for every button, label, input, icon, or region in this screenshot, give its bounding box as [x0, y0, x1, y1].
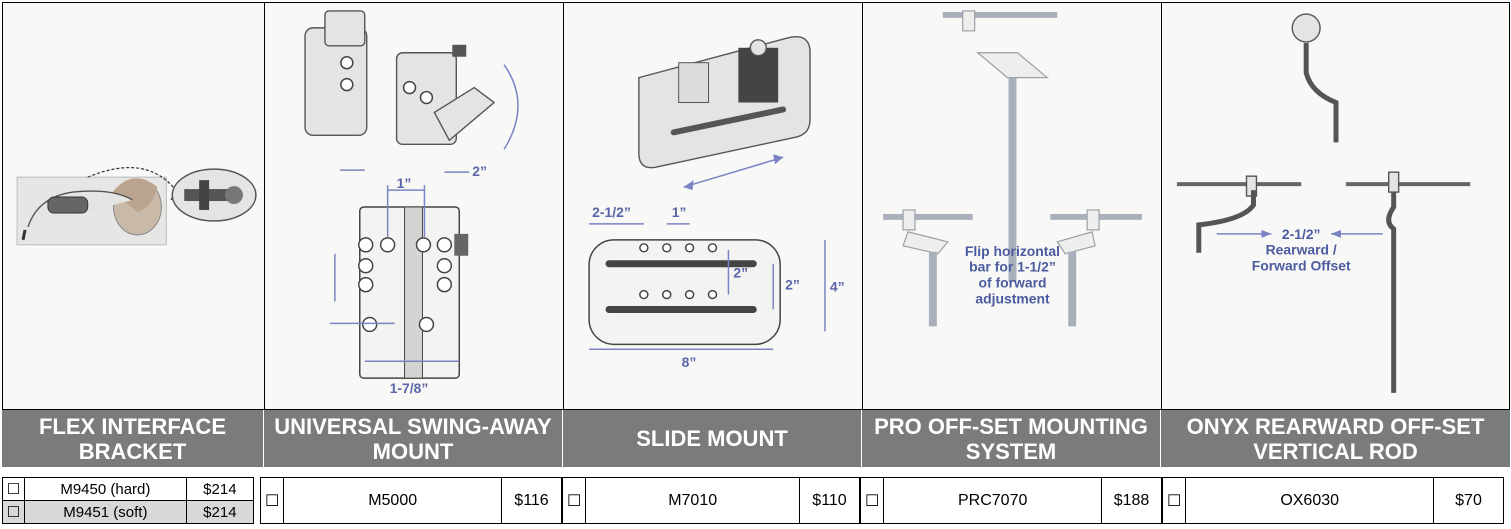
flex-hard-price: $214: [185, 477, 255, 501]
swing-away-illustration: 1” 2” 1-7/8”: [304, 10, 519, 396]
slide-price: $110: [799, 477, 860, 524]
flex-hard-checkbox[interactable]: ☐: [2, 477, 25, 501]
slide-dim-d: 2”: [785, 277, 800, 293]
pro-model: PRC7070: [883, 477, 1102, 524]
pricing-row: ☐ M9450 (hard) $214 ☐ M9451 (soft) $214 …: [2, 477, 1504, 524]
table-row: ☐ M9450 (hard) $214: [2, 477, 255, 501]
flex-soft-price: $214: [185, 500, 255, 524]
swing-model: M5000: [283, 477, 502, 524]
onyx-model: OX6030: [1185, 477, 1434, 524]
swing-price: $116: [501, 477, 562, 524]
flex-pricing-table: ☐ M9450 (hard) $214 ☐ M9451 (soft) $214: [2, 477, 255, 524]
table-row: ☐ M9451 (soft) $214: [2, 500, 255, 524]
swing-dim-top: 1”: [397, 175, 412, 191]
onyx-rod-title: ONYX REARWARD OFF-SET VERTICAL ROD: [1161, 410, 1510, 467]
onyx-rod-illustration: 2-1/2” Rearward / Forward Offset: [1176, 13, 1471, 393]
slide-dim-f: 8”: [682, 354, 697, 370]
swing-dim-right: 2”: [472, 163, 487, 179]
table-row: ☐ OX6030 $70: [1161, 477, 1504, 524]
title-row: FLEX INTERFACE BRACKET UNIVERSAL SWING-A…: [2, 410, 1510, 467]
slide-mount-illustration: 2-1/2” 1” 2” 2” 4” 8”: [588, 36, 845, 370]
swing-checkbox[interactable]: ☐: [259, 477, 285, 524]
slide-mount-image: 2-1/2” 1” 2” 2” 4” 8”: [563, 2, 862, 410]
flex-soft-checkbox[interactable]: ☐: [2, 500, 25, 524]
pro-offset-illustration: Flip horizontal bar for 1-1/2” of forwar…: [883, 10, 1142, 327]
slide-dim-b: 1”: [672, 204, 687, 220]
pro-price: $188: [1101, 477, 1162, 524]
slide-pricing-table: ☐ M7010 $110: [561, 477, 860, 524]
image-row: 1” 2” 1-7/8”: [2, 2, 1510, 410]
swing-pricing-table: ☐ M5000 $116: [259, 477, 562, 524]
swing-dim-bottom: 1-7/8”: [390, 380, 429, 396]
onyx-price: $70: [1433, 477, 1504, 524]
slide-dim-a: 2-1/2”: [592, 204, 631, 220]
product-grid: 1” 2” 1-7/8”: [2, 2, 1510, 467]
table-row: ☐ M7010 $110: [561, 477, 860, 524]
slide-checkbox[interactable]: ☐: [561, 477, 587, 524]
flex-bracket-illustration: [16, 167, 257, 246]
onyx-checkbox[interactable]: ☐: [1161, 477, 1187, 524]
pro-note-line-1: Flip horizontal: [965, 243, 1060, 259]
slide-dim-e: 4”: [830, 279, 845, 295]
onyx-note-line-2: Rearward /: [1266, 242, 1337, 258]
flex-interface-title: FLEX INTERFACE BRACKET: [2, 410, 264, 467]
pro-pricing-table: ☐ PRC7070 $188: [859, 477, 1162, 524]
table-row: ☐ PRC7070 $188: [859, 477, 1162, 524]
flex-hard-model: M9450 (hard): [24, 477, 187, 501]
onyx-note-line-3: Forward Offset: [1252, 258, 1351, 274]
pro-note-line-4: adjustment: [975, 291, 1050, 307]
swing-away-image: 1” 2” 1-7/8”: [264, 2, 563, 410]
slide-mount-title: SLIDE MOUNT: [563, 410, 862, 467]
table-row: ☐ M5000 $116: [259, 477, 562, 524]
flex-interface-image: [2, 2, 264, 410]
flex-soft-model: M9451 (soft): [24, 500, 187, 524]
pro-note-line-3: of forward: [978, 275, 1046, 291]
pro-offset-image: Flip horizontal bar for 1-1/2” of forwar…: [862, 2, 1161, 410]
pro-checkbox[interactable]: ☐: [859, 477, 885, 524]
pro-offset-title: PRO OFF-SET MOUNTING SYSTEM: [862, 410, 1161, 467]
slide-model: M7010: [585, 477, 800, 524]
onyx-rod-image: 2-1/2” Rearward / Forward Offset: [1161, 2, 1510, 410]
onyx-pricing-table: ☐ OX6030 $70: [1161, 477, 1504, 524]
slide-dim-c: 2”: [733, 265, 748, 281]
onyx-note-line-1: 2-1/2”: [1282, 226, 1321, 242]
pro-note-line-2: bar for 1-1/2”: [969, 259, 1056, 275]
swing-away-title: UNIVERSAL SWING-AWAY MOUNT: [264, 410, 563, 467]
